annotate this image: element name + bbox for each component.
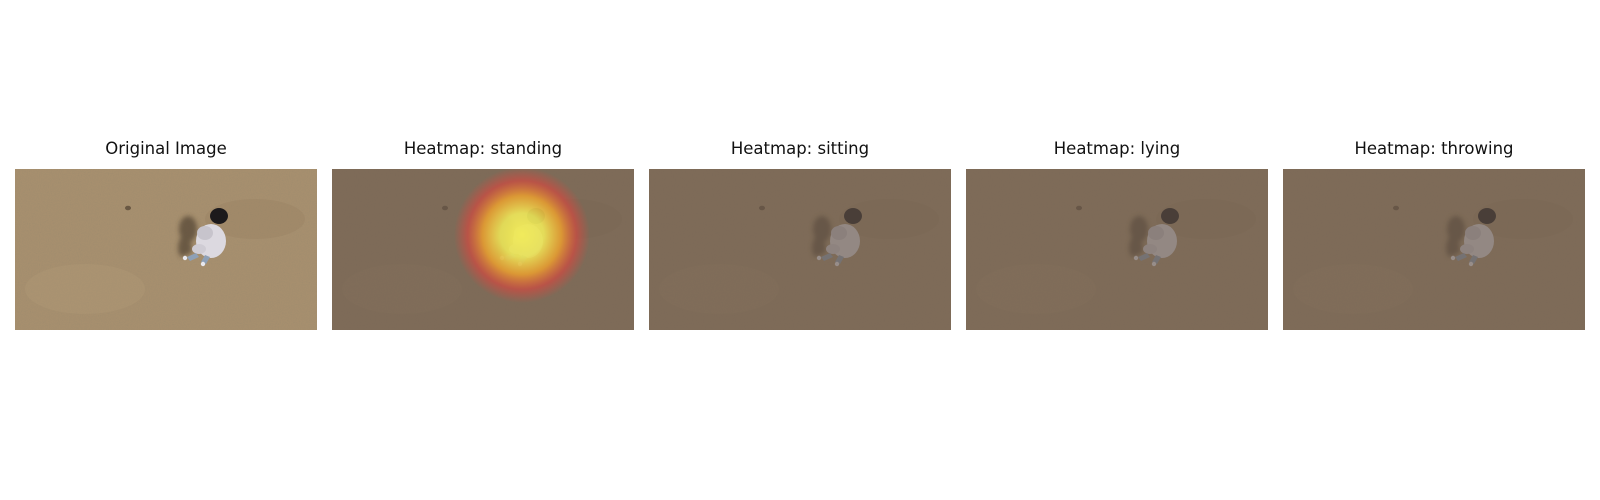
heatmap-image-lying bbox=[966, 169, 1268, 330]
heatmap-image-standing bbox=[332, 169, 634, 330]
panel-heatmap-lying: Heatmap: lying bbox=[966, 138, 1268, 330]
panel-original-image: Original Image bbox=[15, 138, 317, 330]
panel-title: Original Image bbox=[105, 139, 227, 158]
panel-heatmap-throwing: Heatmap: throwing bbox=[1283, 138, 1585, 330]
heatmap-image-sitting bbox=[649, 169, 951, 330]
heatmap-image-throwing bbox=[1283, 169, 1585, 330]
original-image bbox=[15, 169, 317, 330]
panel-heatmap-standing: Heatmap: standing bbox=[332, 138, 634, 330]
panel-title: Heatmap: sitting bbox=[730, 139, 870, 158]
panel-heatmap-sitting: Heatmap: sitting bbox=[649, 138, 951, 330]
panel-title: Heatmap: throwing bbox=[1354, 139, 1514, 158]
panel-title: Heatmap: standing bbox=[403, 139, 563, 158]
panel-title: Heatmap: lying bbox=[1053, 139, 1181, 158]
